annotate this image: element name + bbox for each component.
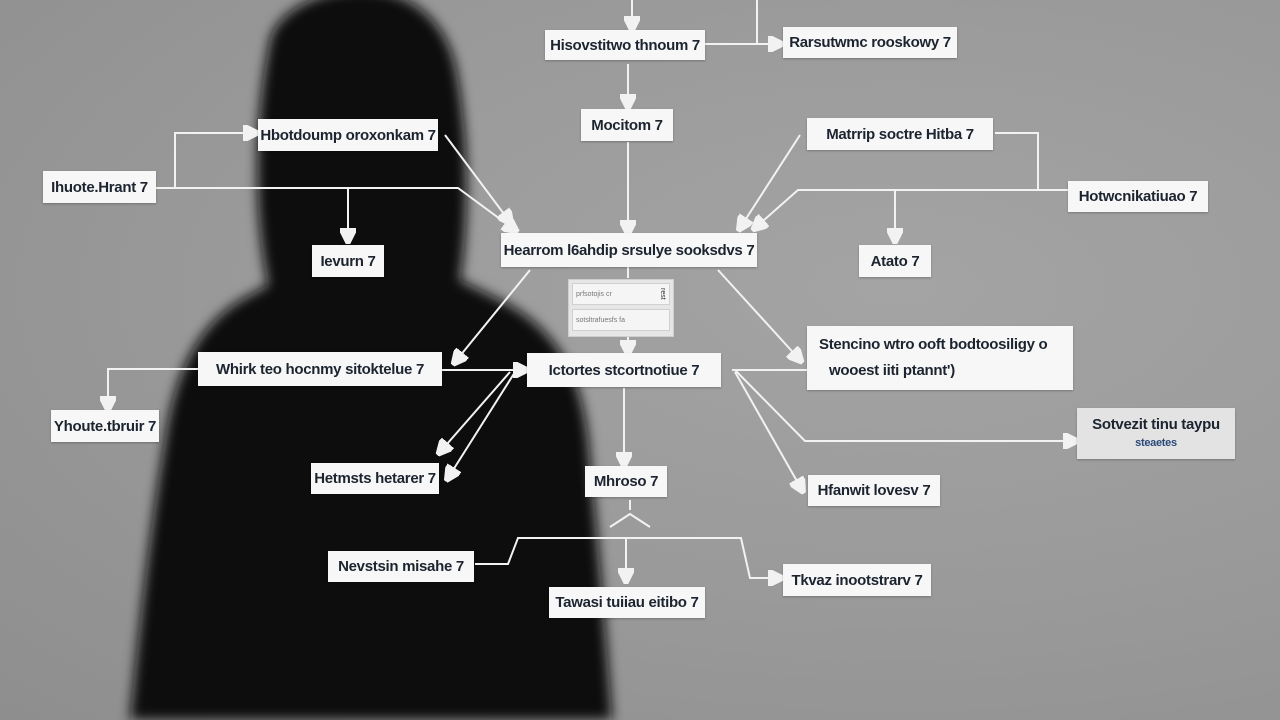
node-center-lower: Mhroso 7 (585, 466, 667, 497)
node-far-right-upper: Hotwcnikatiuao 7 (1068, 181, 1208, 212)
node-center-mid: Ictortes stcortnotiue 7 (527, 353, 721, 387)
node-right-multi-line-1: Stencino wtro ooft bodtoosiligy o (819, 336, 1048, 353)
node-left-small: Ievurn 7 (312, 245, 384, 277)
widget-row-1: prfsotojis cr rest (572, 283, 670, 305)
node-mid-top: Mocitom 7 (581, 109, 673, 141)
node-top-right: Rarsutwmc rooskowy 7 (783, 27, 957, 58)
node-center: Hearrom l6ahdip srsulye sooksdvs 7 (501, 233, 757, 267)
node-far-right-mid-line-1: Sotvezit tinu taypu (1092, 415, 1220, 433)
node-right-lower: Hfanwit lovesv 7 (808, 475, 940, 506)
node-right-multi: Stencino wtro ooft bodtoosiligy o wooest… (807, 326, 1073, 390)
embedded-form-widget: prfsotojis cr rest sotsltrafuesfs fa (568, 279, 674, 337)
node-right-upper: Matrrip soctre Hitba 7 (807, 118, 993, 150)
node-left-upper: Hbotdoump oroxonkam 7 (258, 119, 438, 151)
widget-row-2: sotsltrafuesfs fa (572, 309, 670, 331)
node-left-lower: Hetmsts hetarer 7 (311, 463, 439, 494)
node-left-mid: Whirk teo hocnmy sitoktelue 7 (198, 352, 442, 386)
widget-row-1-tag: rest (659, 288, 666, 300)
node-far-right-mid-line-2: steaetes (1135, 436, 1177, 449)
node-right-small: Atato 7 (859, 245, 931, 277)
node-far-left-upper: Ihuote.Hrant 7 (43, 171, 156, 203)
widget-row-1-text: prfsotojis cr (576, 290, 612, 298)
node-bottom-right: Tkvaz inootstrarv 7 (783, 564, 931, 596)
node-bottom-left: Nevstsin misahe 7 (328, 551, 474, 582)
node-bottom-center: Tawasi tuiiau eitibo 7 (549, 587, 705, 618)
widget-row-2-text: sotsltrafuesfs fa (576, 316, 626, 324)
node-top-left: Hisovstitwo thnoum 7 (545, 30, 705, 60)
node-far-right-mid: Sotvezit tinu taypu steaetes (1077, 408, 1235, 459)
node-right-multi-line-2: wooest iiti ptannt') (829, 362, 955, 379)
node-far-left-mid: Yhoute.tbruir 7 (51, 410, 159, 442)
